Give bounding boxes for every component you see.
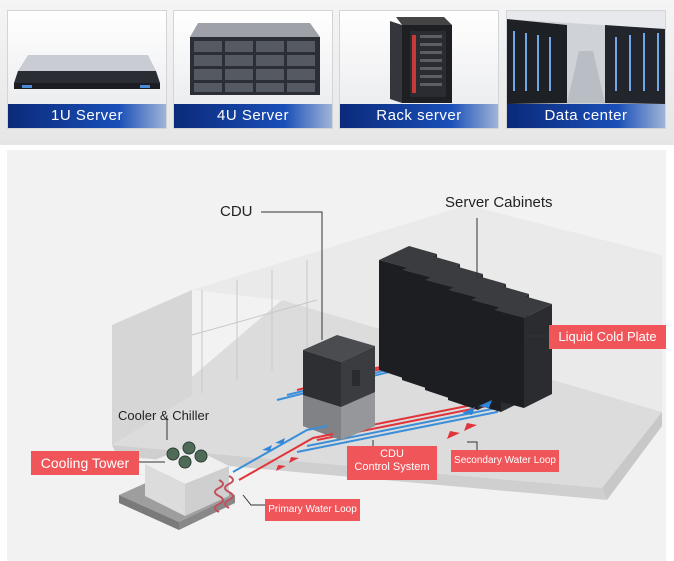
product-label[interactable]: 1U Server <box>8 104 166 128</box>
product-label[interactable]: 4U Server <box>174 104 332 128</box>
secondary-water-loop-tag: Secondary Water Loop <box>451 450 559 472</box>
primary-water-loop-tag: Primary Water Loop <box>265 499 360 521</box>
liquid-cold-plate-tag: Liquid Cold Plate <box>549 325 666 349</box>
product-card-data-center[interactable]: Data center <box>506 10 666 129</box>
primary-flow-arrows <box>262 438 299 471</box>
1u-server-image <box>14 55 160 89</box>
4u-server-image <box>190 23 320 95</box>
cooling-tower-tag: Cooling Tower <box>31 451 139 475</box>
cooling-tower-unit <box>119 441 235 530</box>
product-card-1u-server[interactable]: 1U Server <box>7 10 167 129</box>
cooler-chiller-label: Cooler & Chiller <box>118 408 210 423</box>
data-center-image <box>507 11 665 104</box>
server-cabinets-label: Server Cabinets <box>445 194 553 211</box>
cdu-control-line1: CDU <box>380 448 404 460</box>
product-card-rack-server[interactable]: Rack server <box>339 10 499 129</box>
server-cabinets <box>379 246 552 412</box>
product-label[interactable]: Rack server <box>340 104 498 128</box>
product-card-4u-server[interactable]: 4U Server <box>173 10 333 129</box>
product-label[interactable]: Data center <box>507 104 665 128</box>
cdu-control-line2: Control System <box>354 461 430 473</box>
liquid-cooling-diagram: CDU Server Cabinets Liquid Cold Plate Co… <box>7 150 666 561</box>
secondary-flow-arrows <box>447 400 492 439</box>
rack-server-image <box>390 17 452 103</box>
cdu-label: CDU <box>220 203 253 220</box>
cooling-room-illustration <box>112 205 662 530</box>
cdu-unit <box>303 335 375 440</box>
cdu-control-system-tag: CDU Control System <box>347 446 437 480</box>
product-strip: 1U Server 4U Server <box>0 0 674 145</box>
